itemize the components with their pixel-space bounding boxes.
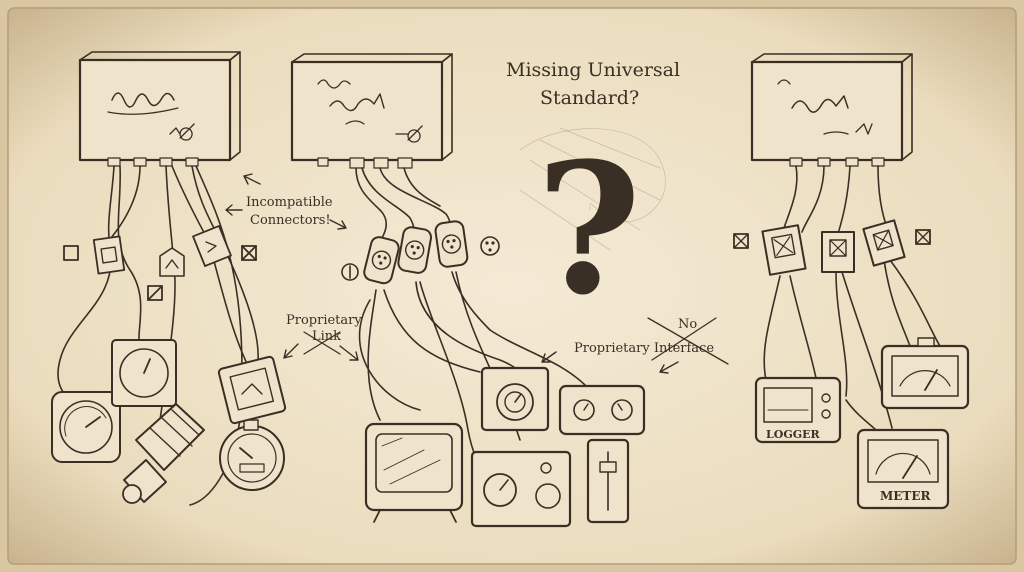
proprietary-link-note: Proprietary Link [283, 313, 362, 361]
left-hub-device [78, 51, 241, 167]
meter-label: METER [880, 489, 932, 503]
no-label: No [678, 317, 697, 332]
proprietary-link-line-2: Link [312, 329, 341, 344]
right-cables [763, 165, 941, 437]
left-connectors [92, 225, 232, 277]
right-connectors [733, 219, 931, 276]
incompatible-line-2: Connectors! [250, 213, 331, 228]
title-line-1: Missing Universal [506, 59, 680, 81]
center-devices [364, 366, 646, 528]
center-hub-device [290, 53, 453, 169]
incompatible-line-1: Incompatible [246, 195, 333, 210]
question-mark-sketch: ? [519, 124, 666, 335]
left-symbols [63, 245, 257, 301]
proprietary-link-line-1: Proprietary [286, 313, 362, 328]
no-proprietary-interface-note: No Proprietary Interface [541, 317, 729, 374]
meter-device [856, 428, 950, 510]
logger-label: LOGGER [766, 428, 820, 441]
left-gauges [51, 339, 287, 504]
center-round-connectors [341, 220, 500, 285]
question-mark: ? [536, 124, 641, 335]
title-line-2: Standard? [540, 87, 639, 109]
incompatible-connectors-note: Incompatible Connectors! [225, 173, 347, 230]
title-block: Missing Universal Standard? [506, 59, 680, 109]
right-hub-device [750, 53, 913, 167]
right-devices: LOGGER METER [754, 337, 970, 510]
proprietary-interface-label: Proprietary Interface [574, 341, 714, 356]
